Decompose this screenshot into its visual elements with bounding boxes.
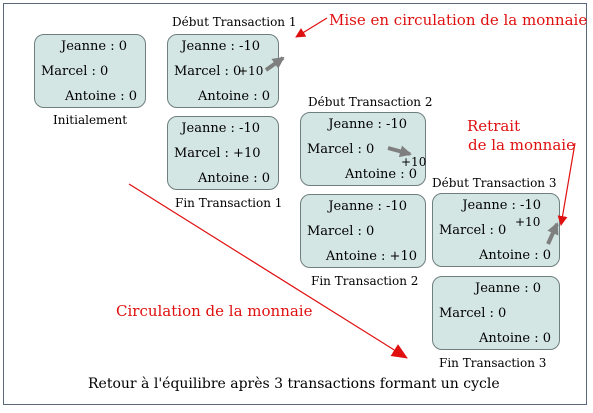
jeanne-balance: Jeanne : -10 bbox=[462, 198, 541, 213]
marcel-balance: Marcel : 0 bbox=[439, 306, 507, 321]
state-box-fin-t1: Jeanne : -10 Marcel : +10 Antoine : 0 bbox=[167, 116, 279, 190]
state-title-fin-t1: Fin Transaction 1 bbox=[175, 196, 283, 210]
state-box-debut-t2: Jeanne : -10 Marcel : 0 Antoine : 0 +10 bbox=[300, 112, 426, 186]
state-title-fin-t3: Fin Transaction 3 bbox=[439, 356, 547, 370]
antoine-balance: Antoine : 0 bbox=[345, 167, 417, 182]
state-box-debut-t1: Jeanne : -10 Marcel : 0 Antoine : 0 +10 bbox=[167, 34, 279, 108]
antoine-balance: Antoine : 0 bbox=[198, 89, 270, 104]
state-box-fin-t3: Jeanne : 0 Marcel : 0 Antoine : 0 bbox=[432, 276, 560, 350]
state-box-debut-t3: Jeanne : -10 Marcel : 0 Antoine : 0 +10 bbox=[432, 193, 560, 267]
jeanne-balance: Jeanne : -10 bbox=[328, 199, 407, 214]
marcel-balance: Marcel : 0 bbox=[439, 223, 507, 238]
arrow-mise-en-circulation bbox=[295, 17, 328, 38]
antoine-balance: Antoine : 0 bbox=[479, 331, 551, 346]
antoine-balance: Antoine : +10 bbox=[325, 249, 417, 264]
annotation-retrait-line2: de la monnaie bbox=[468, 136, 575, 154]
jeanne-balance: Jeanne : 0 bbox=[474, 281, 541, 296]
annotation-retrait-line1: Retrait bbox=[467, 117, 521, 135]
transfer-amount: +10 bbox=[238, 64, 264, 78]
marcel-balance: Marcel : +10 bbox=[174, 146, 261, 161]
marcel-balance: Marcel : 0 bbox=[41, 64, 109, 79]
jeanne-balance: Jeanne : -10 bbox=[181, 121, 260, 136]
transfer-amount: +10 bbox=[401, 155, 427, 169]
antoine-balance: Antoine : 0 bbox=[479, 248, 551, 263]
marcel-balance: Marcel : 0 bbox=[307, 142, 375, 157]
transfer-amount: +10 bbox=[515, 215, 541, 229]
diagram-caption: Retour à l'équilibre après 3 transaction… bbox=[88, 376, 500, 392]
state-box-initial: Jeanne : 0 Marcel : 0 Antoine : 0 bbox=[34, 34, 146, 108]
arrow-retrait bbox=[557, 142, 576, 226]
state-box-fin-t2: Jeanne : -10 Marcel : 0 Antoine : +10 bbox=[300, 194, 426, 268]
marcel-balance: Marcel : 0 bbox=[174, 64, 242, 79]
jeanne-balance: Jeanne : -10 bbox=[328, 117, 407, 132]
state-title-fin-t2: Fin Transaction 2 bbox=[311, 274, 419, 288]
state-title-debut-t1: Début Transaction 1 bbox=[172, 15, 297, 29]
annotation-mise-en-circulation: Mise en circulation de la monnaie bbox=[329, 11, 588, 29]
diagram-frame: Jeanne : 0 Marcel : 0 Antoine : 0 Initia… bbox=[3, 3, 587, 405]
antoine-balance: Antoine : 0 bbox=[198, 171, 270, 186]
antoine-balance: Antoine : 0 bbox=[65, 89, 137, 104]
jeanne-balance: Jeanne : -10 bbox=[181, 39, 260, 54]
marcel-balance: Marcel : 0 bbox=[307, 224, 375, 239]
annotation-circulation: Circulation de la monnaie bbox=[116, 302, 313, 320]
state-title-debut-t3: Début Transaction 3 bbox=[432, 176, 557, 190]
jeanne-balance: Jeanne : 0 bbox=[60, 39, 127, 54]
state-title-debut-t2: Début Transaction 2 bbox=[308, 95, 433, 109]
state-title-initial: Initialement bbox=[53, 113, 128, 127]
